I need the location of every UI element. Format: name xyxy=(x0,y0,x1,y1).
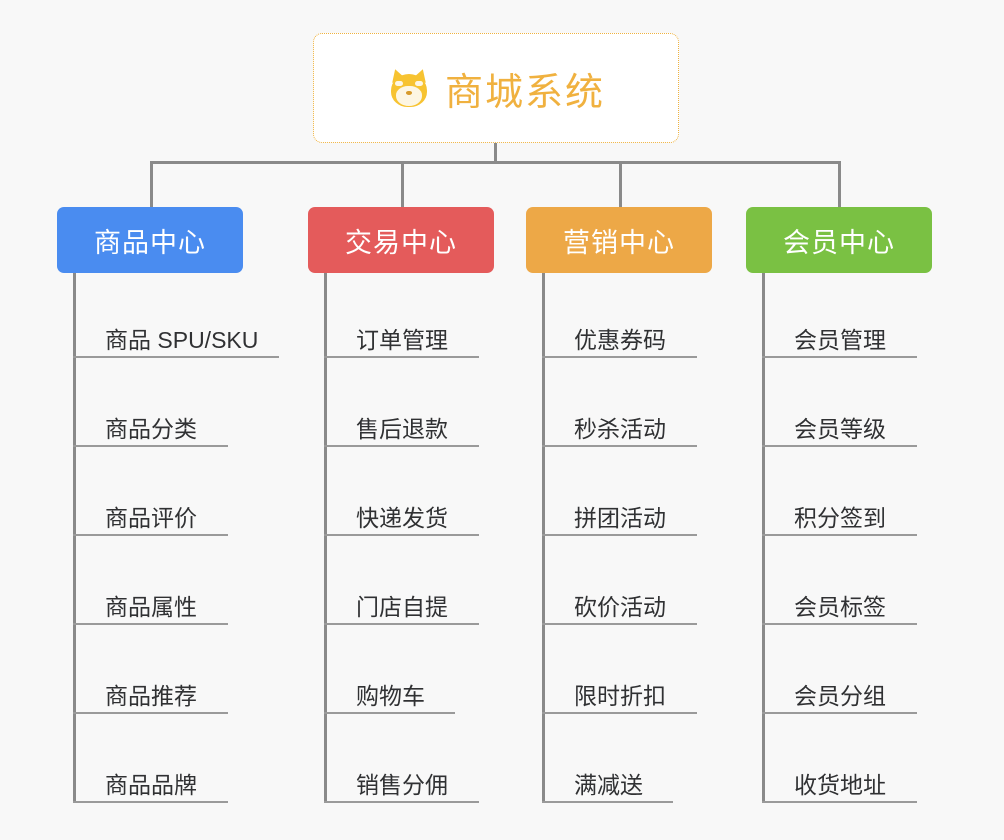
leaf-label: 商品 SPU/SKU xyxy=(105,327,259,353)
leaf-label: 门店自提 xyxy=(356,594,448,620)
leaf-label: 优惠券码 xyxy=(574,327,666,353)
leaf-node[interactable]: 会员等级 xyxy=(762,401,917,447)
leaf-label: 会员等级 xyxy=(794,416,886,442)
branch-label: 会员中心 xyxy=(783,227,895,258)
leaf-node[interactable]: 商品品牌 xyxy=(73,757,228,803)
leaf-label: 收货地址 xyxy=(794,772,886,798)
leaf-node[interactable]: 积分签到 xyxy=(762,490,917,536)
leaf-node[interactable]: 商品推荐 xyxy=(73,668,228,714)
leaf-node[interactable]: 会员分组 xyxy=(762,668,917,714)
leaf-label: 会员标签 xyxy=(794,594,886,620)
leaf-label: 会员分组 xyxy=(794,683,886,709)
leaf-label: 商品属性 xyxy=(105,594,197,620)
leaf-node[interactable]: 快递发货 xyxy=(324,490,479,536)
leaf-label: 商品推荐 xyxy=(105,683,197,709)
leaf-label: 积分签到 xyxy=(794,505,886,531)
branch-label: 商品中心 xyxy=(94,227,206,258)
leaf-node[interactable]: 售后退款 xyxy=(324,401,479,447)
leaf-node[interactable]: 秒杀活动 xyxy=(542,401,697,447)
root-stub-connector xyxy=(494,143,497,164)
leaf-label: 销售分佣 xyxy=(356,772,448,798)
branch-spine-2 xyxy=(324,273,327,803)
leaf-node[interactable]: 会员标签 xyxy=(762,579,917,625)
leaf-label: 满减送 xyxy=(574,772,643,798)
leaf-node[interactable]: 拼团活动 xyxy=(542,490,697,536)
leaf-label: 秒杀活动 xyxy=(574,416,666,442)
leaf-node[interactable]: 商品评价 xyxy=(73,490,228,536)
branch-spine-4 xyxy=(762,273,765,803)
leaf-node[interactable]: 收货地址 xyxy=(762,757,917,803)
branch-node-1[interactable]: 商品中心 xyxy=(57,207,243,273)
branch-label: 营销中心 xyxy=(563,227,675,258)
leaf-node[interactable]: 门店自提 xyxy=(324,579,479,625)
leaf-label: 快递发货 xyxy=(356,505,448,531)
horizontal-bus-connector xyxy=(150,161,838,164)
leaf-label: 商品品牌 xyxy=(105,772,197,798)
branch-node-2[interactable]: 交易中心 xyxy=(308,207,494,273)
leaf-node[interactable]: 商品属性 xyxy=(73,579,228,625)
branch-drop-connector-4 xyxy=(838,161,841,207)
branch-label: 交易中心 xyxy=(345,227,457,258)
branch-drop-connector-3 xyxy=(619,161,622,207)
leaf-node[interactable]: 限时折扣 xyxy=(542,668,697,714)
leaf-label: 限时折扣 xyxy=(574,683,666,709)
leaf-node[interactable]: 销售分佣 xyxy=(324,757,479,803)
branch-node-4[interactable]: 会员中心 xyxy=(746,207,932,273)
branch-drop-connector-1 xyxy=(150,161,153,207)
leaf-label: 拼团活动 xyxy=(574,505,666,531)
leaf-label: 购物车 xyxy=(356,683,425,709)
leaf-node[interactable]: 商品 SPU/SKU xyxy=(73,312,279,358)
leaf-node[interactable]: 订单管理 xyxy=(324,312,479,358)
leaf-node[interactable]: 砍价活动 xyxy=(542,579,697,625)
leaf-label: 砍价活动 xyxy=(574,594,666,620)
leaf-label: 会员管理 xyxy=(794,327,886,353)
leaf-node[interactable]: 购物车 xyxy=(324,668,455,714)
root-node[interactable]: 商城系统 xyxy=(313,33,679,143)
leaf-label: 订单管理 xyxy=(356,327,448,353)
branch-spine-1 xyxy=(73,273,76,803)
root-title: 商城系统 xyxy=(444,71,605,114)
leaf-label: 商品分类 xyxy=(105,416,197,442)
branch-drop-connector-2 xyxy=(401,161,404,207)
leaf-label: 售后退款 xyxy=(356,416,448,442)
leaf-node[interactable]: 满减送 xyxy=(542,757,673,803)
leaf-label: 商品评价 xyxy=(105,505,197,531)
leaf-node[interactable]: 会员管理 xyxy=(762,312,917,358)
branch-spine-3 xyxy=(542,273,545,803)
leaf-node[interactable]: 商品分类 xyxy=(73,401,228,447)
dog-face-icon xyxy=(387,66,431,110)
branch-node-3[interactable]: 营销中心 xyxy=(526,207,712,273)
leaf-node[interactable]: 优惠券码 xyxy=(542,312,697,358)
